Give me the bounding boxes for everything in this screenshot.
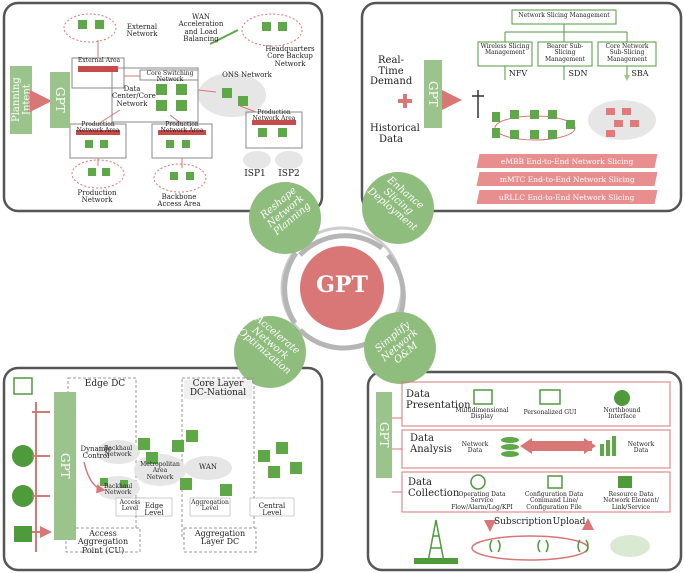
real-time-demand-label: Real-Time Demand xyxy=(370,55,413,87)
wan-label-opt: WAN xyxy=(198,463,218,471)
multidim-label: Multidimensional Display xyxy=(455,407,509,421)
core-mgmt-label: Core Network Sub-Slicing Management xyxy=(605,43,649,63)
dynamic-control-label: Dynamic Control xyxy=(80,445,112,461)
headquarters-label: Headquarters Core Backup Network xyxy=(265,45,315,68)
slice-urllc-label: uRLLC End-to-End Network Slicing xyxy=(499,192,635,202)
backhaul-label-2: Backhaul Network xyxy=(104,483,133,497)
operating-data-label: Operating Data Service Flow/Alarm/Log/KP… xyxy=(451,491,513,511)
petal-top-right xyxy=(362,172,434,244)
backhaul-label-1: Backhaul Network xyxy=(104,445,133,459)
slice-mmtc-label: mMTC End-to-End Network Slicing xyxy=(499,174,635,184)
petal-top-left xyxy=(249,182,321,254)
central-level-label: Central Level xyxy=(258,502,286,518)
data-presentation-title: Data Presentation xyxy=(406,389,471,411)
upload-label: Upload xyxy=(552,517,586,527)
isp1-label: ISP1 xyxy=(244,169,266,179)
aggregation-level-label: Aggregation Level xyxy=(191,499,229,513)
planning-gpt-bar: GPT xyxy=(50,72,70,128)
access-point-label: Access Aggregation Point (CU) xyxy=(77,529,129,555)
planning-intent-label: Planning Intent xyxy=(11,77,33,123)
core-layer-label: Core Layer DC-National xyxy=(184,379,252,399)
isp2-label: ISP2 xyxy=(278,169,300,179)
subscription-label: Subscription xyxy=(493,517,553,527)
om-gpt-bar: GPT xyxy=(376,392,392,478)
historical-data-label: Historical Data xyxy=(370,123,420,145)
production-area-label-2: Production Network Area xyxy=(160,121,204,135)
slice-embb: eMBB End-to-End Network Slicing xyxy=(476,154,658,168)
data-center-label: Data Center/Core Network xyxy=(112,85,156,108)
metro-label: Metropolitan Area Network xyxy=(140,461,180,481)
slicing-gpt-bar: GPT xyxy=(424,60,442,128)
production-area-label-1: Production Network Area xyxy=(76,121,120,135)
slicing-mgmt-label: Network Slicing Management xyxy=(518,12,610,19)
center-circle xyxy=(300,246,384,330)
center-label: GPT xyxy=(316,272,368,298)
panel-om-frame xyxy=(366,370,683,572)
wireless-mgmt-label: Wireless Slicing Management xyxy=(480,43,530,57)
ons-network-label: ONS Network xyxy=(222,71,272,79)
access-level-label: Access Level xyxy=(119,499,141,513)
bearer-mgmt-label: Bearer Sub-Slicing Management xyxy=(544,43,586,63)
production-area-label-3: Production Network Area xyxy=(252,109,296,123)
backbone-label: Backbone Access Area xyxy=(157,193,201,209)
core-switching-label: Core Switching Network xyxy=(146,70,194,84)
data-analysis-title: Data Analysis xyxy=(410,433,452,455)
northbound-label: Northbound Interface xyxy=(603,407,641,421)
petal-bottom-right xyxy=(364,312,436,384)
external-network-label: External Network xyxy=(126,23,158,39)
production-network-label: Production Network xyxy=(77,189,117,205)
nfv-label: NFV xyxy=(508,69,528,78)
resource-data-label: Resource Data Network Element/ Link/Serv… xyxy=(603,491,659,511)
sba-label: SBA xyxy=(631,69,649,78)
correlation-label: Correlation xyxy=(539,435,581,443)
personalized-label: Personalized GUI xyxy=(523,409,577,416)
data-collection-title: Data Collection xyxy=(408,477,460,499)
wan-label: WAN Acceleration and Load Balancing xyxy=(178,13,224,44)
petal-bottom-left xyxy=(234,316,306,388)
network-data-label-1: Network Data xyxy=(461,441,489,455)
slice-mmtc: mMTC End-to-End Network Slicing xyxy=(476,172,658,186)
configuration-data-label: Configuration Data Command Line/ Configu… xyxy=(524,491,584,511)
edge-level-label: Edge Level xyxy=(144,502,164,518)
optimization-gpt-bar: GPT xyxy=(54,392,76,540)
sdn-label: SDN xyxy=(568,69,588,78)
aggregation-dc-label: Aggregation Layer DC xyxy=(194,529,246,547)
network-data-label-2: Network Data xyxy=(627,441,655,455)
edge-dc-label: Edge DC xyxy=(80,379,130,390)
external-area-label: External Area xyxy=(77,57,121,64)
slice-urllc: uRLLC End-to-End Network Slicing xyxy=(476,190,658,204)
slice-embb-label: eMBB End-to-End Network Slicing xyxy=(500,156,634,166)
